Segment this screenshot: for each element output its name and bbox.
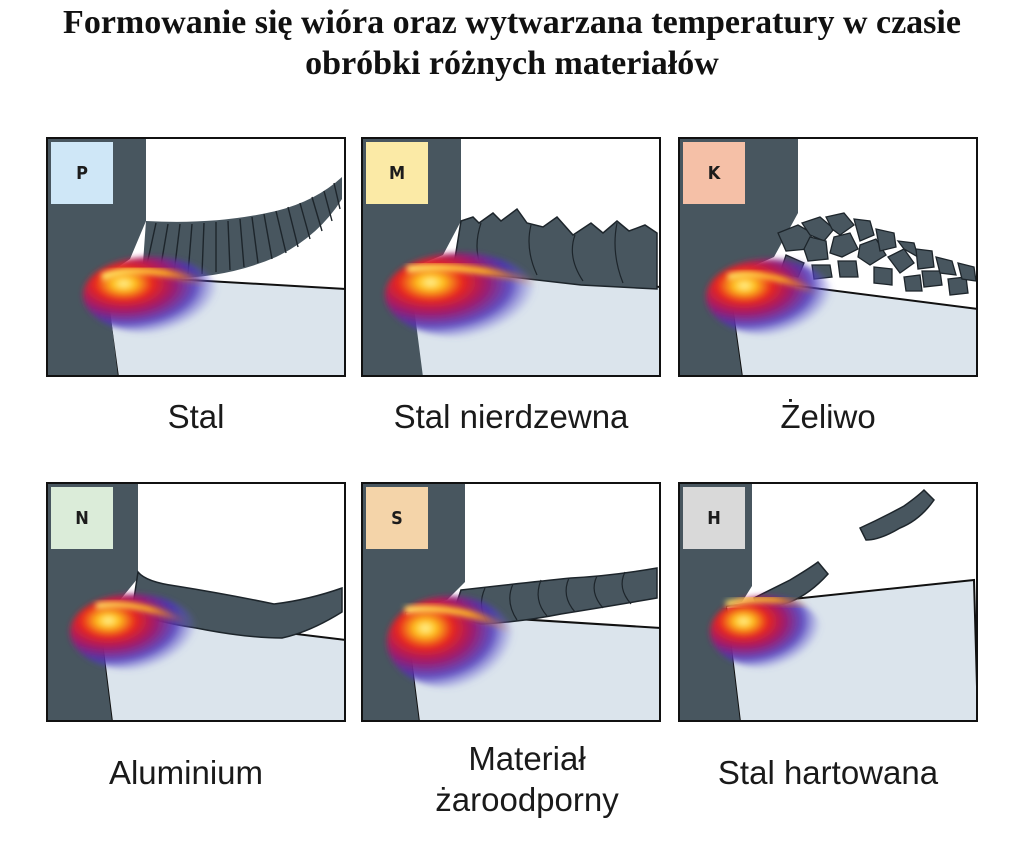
title-line-1: Formowanie się wióra oraz wytwarzana tem… xyxy=(63,4,961,41)
panel-steel-illustration xyxy=(46,137,346,377)
caption-line: żaroodporny xyxy=(435,781,619,818)
caption-line: Stal hartowana xyxy=(717,754,939,791)
material-badge: K xyxy=(683,142,745,204)
diagram-title: Formowanie się wióra oraz wytwarzana tem… xyxy=(0,2,1024,84)
material-badge: P xyxy=(51,142,113,204)
caption-line: Żeliwo xyxy=(780,398,876,435)
panel-hardened-steel: H xyxy=(678,482,978,722)
caption-line: Materiał xyxy=(468,740,586,777)
panel-hardened-steel-illustration xyxy=(678,482,978,722)
panel-stainless-steel: M xyxy=(361,137,661,377)
material-badge: N xyxy=(51,487,113,549)
caption-stainless-steel: Stal nierdzewna xyxy=(361,396,661,437)
caption-line: Stal xyxy=(167,398,225,435)
panel-heat-resistant: S xyxy=(361,482,661,722)
panel-aluminium: N xyxy=(46,482,346,722)
caption-hardened-steel: Stal hartowana xyxy=(678,752,978,793)
material-badge: M xyxy=(366,142,428,204)
caption-steel: Stal xyxy=(46,396,346,437)
panel-steel: P xyxy=(46,137,346,377)
panel-aluminium-illustration xyxy=(46,482,346,722)
caption-cast-iron: Żeliwo xyxy=(678,396,978,437)
title-line-2: obróbki różnych materiałów xyxy=(305,45,719,82)
caption-aluminium: Aluminium xyxy=(36,752,336,793)
caption-line: Aluminium xyxy=(108,754,264,791)
caption-heat-resistant: Materiał żaroodporny xyxy=(377,738,677,820)
panel-cast-iron: K xyxy=(678,137,978,377)
material-badge: H xyxy=(683,487,745,549)
material-badge: S xyxy=(366,487,428,549)
caption-line: Stal nierdzewna xyxy=(393,398,629,435)
